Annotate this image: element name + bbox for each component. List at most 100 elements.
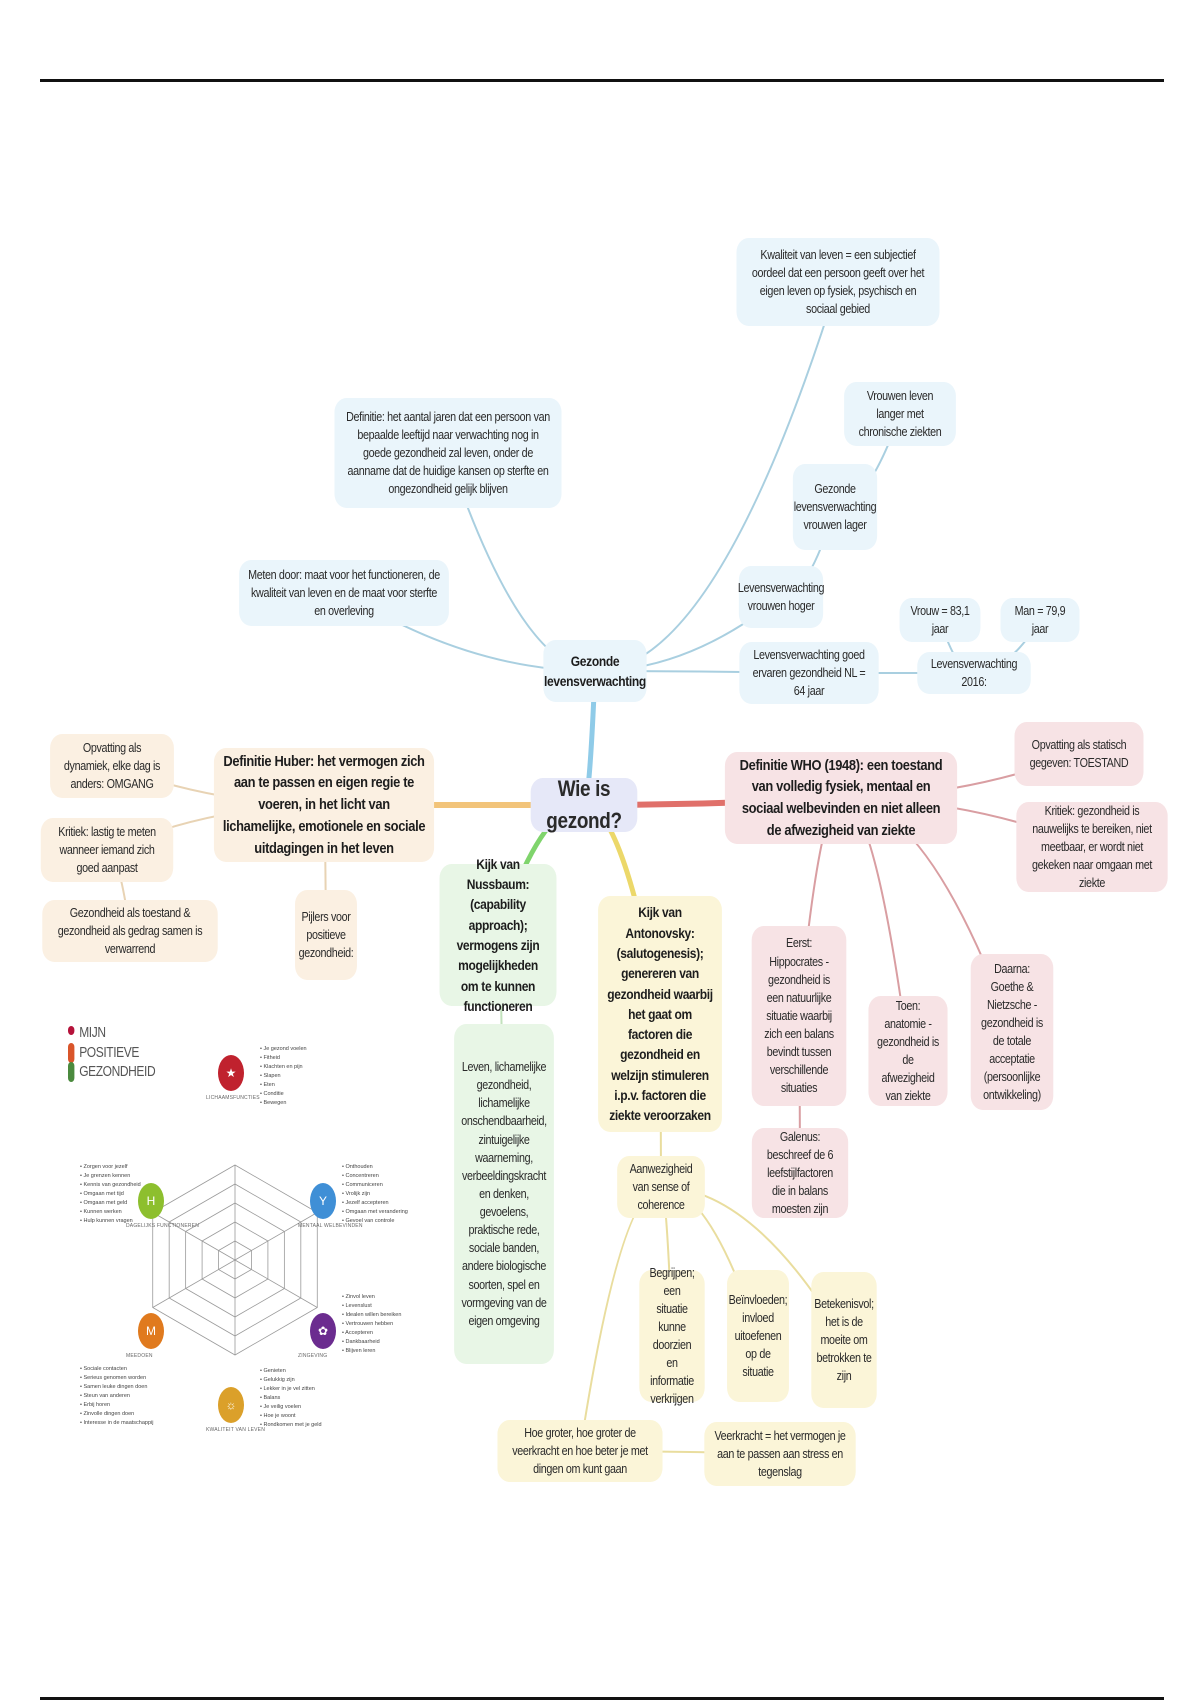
ph-item: Fitheid [260,1054,307,1063]
node-label: Beïnvloeden; invloed uitoefenen op de si… [728,1292,788,1380]
node-label: Betekenisvol; het is de moeite om betrok… [814,1296,874,1384]
node-label: Hoe groter, hoe groter de veerkracht en … [512,1425,648,1477]
node-label: Opvatting als statisch gegeven: TOESTAND [1029,737,1129,770]
node-vrouwen-leven-langer[interactable]: Vrouwen leven langer met chronische ziek… [844,382,956,446]
node-label: Meten door: maat voor het functioneren, … [248,567,440,619]
ph-spider-web [152,1164,318,1356]
node-lv-vrouwen-hoger[interactable]: Levensverwachting vrouwen hoger [737,566,825,628]
ph-item: Genieten [260,1367,322,1376]
central-topic[interactable]: Wie is gezond? [530,776,638,833]
node-definitie-huber[interactable]: Definitie Huber: het vermogen zich aan t… [213,748,435,862]
node-nussbaum-vermogens[interactable]: Leven, lichamelijke gezondheid, lichamel… [454,1024,554,1364]
ph-brand-dot [68,1026,75,1035]
ph-item: Je gezond voelen [260,1045,306,1054]
node-begrijpen[interactable]: Begrijpen; een situatie kunne doorzien e… [639,1266,705,1406]
ph-web-spoke [152,1259,236,1308]
node-definitie-who[interactable]: Definitie WHO (1948): een toestand van v… [724,752,958,844]
node-beinvloeden[interactable]: Beïnvloeden; invloed uitoefenen op de si… [727,1270,789,1402]
node-gezondheid-verwarrend[interactable]: Gezondheid als toestand & gezondheid als… [42,900,218,962]
ph-item: Zorgen voor jezelf [80,1163,141,1172]
node-label: Kijk van Nussbaum: (capability approach)… [456,855,540,1014]
ph-dimension-items: Zorgen voor jezelfJe grenzen kennenKenni… [80,1163,141,1226]
ph-item: Omgaan met geld [80,1199,141,1208]
node-label: Begrijpen; een situatie kunne doorzien e… [649,1265,695,1407]
node-sense-of-coherence[interactable]: Aanwezigheid van sense of coherence [617,1156,705,1218]
ph-item: Hoe je woont [260,1412,322,1421]
node-label: Kritiek: lastig te meten wanneer iemand … [58,824,156,876]
node-vrouw-83[interactable]: Vrouw = 83,1 jaar [899,598,981,642]
ph-brand-logo: MIJN POSITIEVE GEZONDHEID [68,1023,156,1082]
ph-brand-bar [68,1062,75,1082]
node-label: Veerkracht = het vermogen je aan te pass… [714,1428,846,1480]
node-kijk-antonovsky[interactable]: Kijk van Antonovsky: (salutogenesis); ge… [598,896,722,1132]
node-label: Galenus: beschreef de 6 leefstijlfactore… [766,1129,834,1217]
node-label: Gezonde levensverwachting [544,652,646,689]
ph-dimension-icon: ☼ [218,1387,244,1423]
node-anatomie[interactable]: Toen: anatomie - gezondheid is de afwezi… [868,996,948,1106]
node-label: Levensverwachting goed ervaren gezondhei… [752,647,866,699]
node-label: Aanwezigheid van sense of coherence [629,1161,693,1213]
node-hoe-groter[interactable]: Hoe groter, hoe groter de veerkracht en … [497,1420,663,1482]
node-opvatting-omgang[interactable]: Opvatting als dynamiek, elke dag is ande… [50,734,174,798]
ph-item: Erbij horen [80,1401,153,1410]
ph-item: Kunnen werken [80,1208,141,1217]
ph-dimension-label: Lichaamsfuncties [206,1095,260,1101]
ph-dimension-label: Meedoen [126,1353,153,1359]
node-kijk-nussbaum[interactable]: Kijk van Nussbaum: (capability approach)… [439,856,557,1014]
ph-dimension-items: Sociale contactenSerieus genomen wordenS… [80,1365,153,1428]
ph-item: Sociale contacten [80,1365,153,1374]
positieve-gezondheid-infographic: MIJN POSITIEVE GEZONDHEID ★Lichaamsfunct… [60,1015,410,1495]
node-man-79[interactable]: Man = 79,9 jaar [1000,598,1080,642]
node-lv-2016[interactable]: Levensverwachting 2016: [917,652,1031,694]
node-betekenisvol[interactable]: Betekenisvol; het is de moeite om betrok… [811,1272,877,1408]
node-label: Vrouwen leven langer met chronische ziek… [858,388,942,440]
ph-item: Jezelf accepteren [342,1199,408,1208]
ph-item: Onthouden [342,1163,408,1172]
ph-dimension-items: OnthoudenConcentrerenCommunicerenVrolijk… [342,1163,408,1226]
ph-item: Balans [260,1394,322,1403]
node-hippocrates[interactable]: Eerst: Hippocrates - gezondheid is een n… [751,926,847,1106]
ph-dimension-items: GenietenGelukkig zijnLekker in je vel zi… [260,1367,322,1430]
ph-item: Zinvolle dingen doen [80,1410,153,1419]
node-label: Opvatting als dynamiek, elke dag is ande… [63,740,161,792]
node-lv-goed-ervaren[interactable]: Levensverwachting goed ervaren gezondhei… [739,642,879,704]
node-veerkracht[interactable]: Veerkracht = het vermogen je aan te pass… [704,1422,856,1486]
node-goethe-nietzsche[interactable]: Daarna: Goethe & Nietzsche - gezondheid … [970,954,1054,1110]
node-label: Gezondheid als toestand & gezondheid als… [57,905,203,957]
node-label: Pijlers voor positieve gezondheid: [298,909,354,961]
node-label: Eerst: Hippocrates - gezondheid is een n… [764,936,834,1096]
node-label: Kijk van Antonovsky: (salutogenesis); ge… [607,904,713,1124]
ph-item: Kennis van gezondheid [80,1181,140,1190]
ph-item: Bewegen [260,1099,307,1108]
ph-item: Interesse in de maatschappij [80,1419,153,1428]
node-pijlers-positieve-gezondheid[interactable]: Pijlers voor positieve gezondheid: [295,890,357,980]
node-label: Leven, lichamelijke gezondheid, lichamel… [461,1060,547,1328]
ph-item: Omgaan met verandering [342,1208,407,1217]
ph-dimension-label: Dagelijks functioneren [126,1223,200,1229]
node-label: Levensverwachting vrouwen hoger [737,580,825,613]
node-meten-door[interactable]: Meten door: maat voor het functioneren, … [239,560,449,626]
node-label: Definitie WHO (1948): een toestand van v… [739,756,943,839]
ph-item: Lekker in je vel zitten [260,1385,322,1394]
ph-brand-line: MIJN [79,1024,106,1041]
node-gezonde-lv-vrouwen-lager[interactable]: Gezonde levensverwachting vrouwen lager [792,464,878,550]
node-definitie-levensverwachting[interactable]: Definitie: het aantal jaren dat een pers… [334,398,562,508]
ph-item: Vrolijk zijn [342,1190,408,1199]
ph-item: Rondkomen met je geld [260,1421,321,1430]
ph-brand-bar [68,1042,75,1063]
node-kritiek-huber[interactable]: Kritiek: lastig te meten wanneer iemand … [40,818,174,882]
ph-item: Communiceren [342,1181,408,1190]
node-label: Gezonde levensverwachting vrouwen lager [793,481,877,533]
node-label: Definitie: het aantal jaren dat een pers… [346,409,550,497]
node-kritiek-who[interactable]: Kritiek: gezondheid is nauwelijks te ber… [1016,802,1168,892]
node-gezonde-levensverwachting[interactable]: Gezonde levensverwachting [543,640,647,702]
ph-item: Je veilig voelen [260,1403,322,1412]
node-galenus[interactable]: Galenus: beschreef de 6 leefstijlfactore… [751,1128,849,1218]
node-kwaliteit-van-leven[interactable]: Kwaliteit van leven = een subjectief oor… [736,238,940,326]
ph-item: Slapen [260,1072,307,1081]
node-opvatting-toestand[interactable]: Opvatting als statisch gegeven: TOESTAND [1014,722,1144,786]
node-label: Kritiek: gezondheid is nauwelijks te ber… [1032,803,1152,891]
top-rule [40,79,1164,82]
ph-item: Blijven leren [342,1347,401,1356]
ph-item: Vertrouwen hebben [342,1320,401,1329]
